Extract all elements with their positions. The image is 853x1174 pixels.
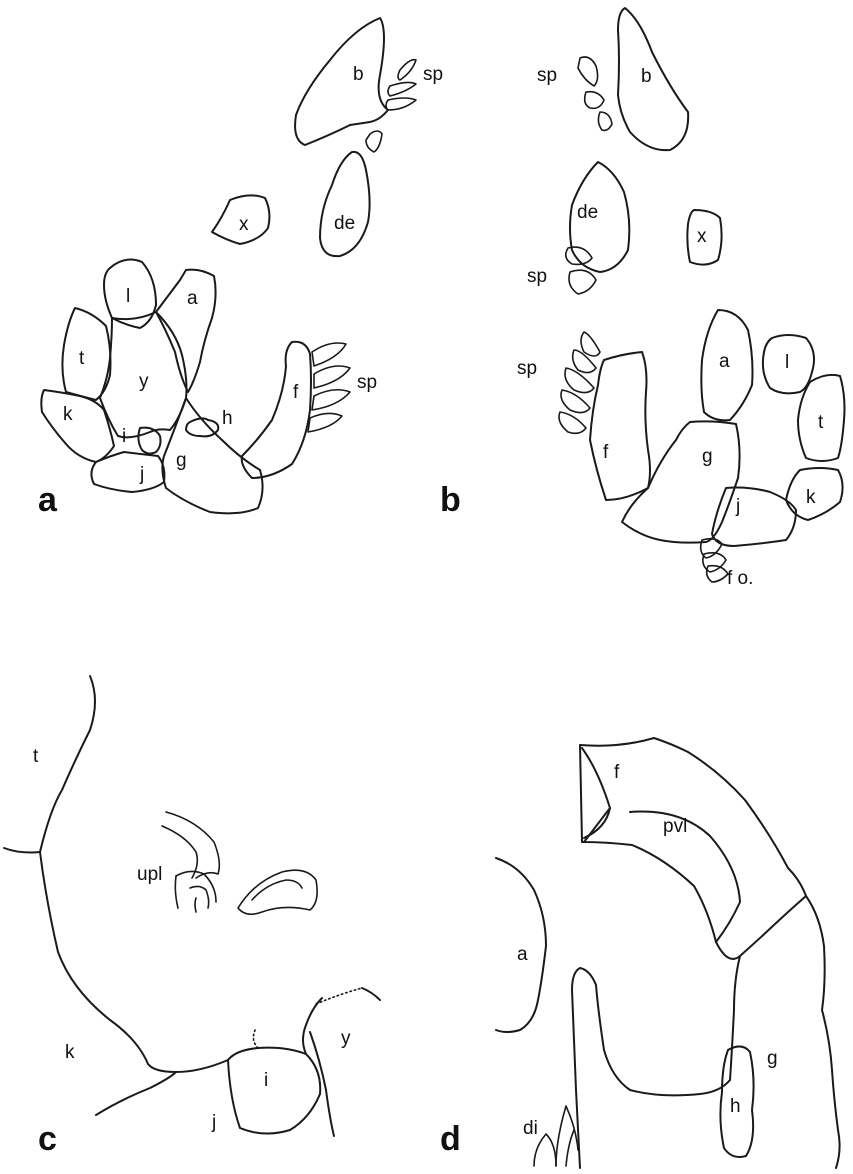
- label-de: de: [577, 202, 598, 223]
- panel-d: f pvl a g h di d: [440, 738, 840, 1168]
- plate-g-outline: [806, 896, 840, 1168]
- plate-f-inner: [582, 748, 610, 838]
- upl-curve: [166, 812, 219, 878]
- spine-outline: [566, 1130, 574, 1166]
- label-t: t: [33, 746, 39, 767]
- upl-curve: [252, 880, 302, 900]
- spine-outline: [573, 350, 596, 373]
- upl-curve: [162, 826, 197, 878]
- spine-outline: [578, 57, 598, 86]
- upl-curve: [175, 876, 178, 908]
- dotted-boundary: [316, 988, 362, 1004]
- suture-line: [40, 676, 228, 1072]
- label-f: f: [603, 442, 609, 463]
- upl-curve: [195, 898, 196, 912]
- label-y: y: [139, 371, 149, 392]
- label-t: t: [818, 412, 824, 433]
- spine-outline: [559, 412, 586, 433]
- label-j: j: [211, 1112, 216, 1133]
- spine-outline: [366, 131, 382, 152]
- spine-outline: [581, 332, 600, 356]
- spine-outline: [585, 92, 604, 109]
- label-sp: sp: [357, 372, 377, 393]
- upl-curve: [190, 886, 209, 908]
- spine-outline: [388, 82, 416, 96]
- label-l: l: [126, 286, 130, 307]
- panel-label-d: d: [440, 1120, 461, 1158]
- dotted-boundary: [253, 1028, 258, 1048]
- upl-curve: [238, 870, 317, 914]
- suture-line: [362, 988, 380, 1000]
- plate-de-outline: [320, 152, 370, 256]
- plate-b-outline: [618, 8, 688, 150]
- panel-label-c: c: [38, 1120, 57, 1158]
- plate-k-outline: [41, 390, 114, 462]
- spine-outline: [598, 112, 612, 130]
- panel-b: sp b de sp x sp a l t f g j k f o. b: [440, 8, 845, 589]
- label-fo: f o.: [727, 568, 753, 589]
- plate-g-outline: [622, 421, 740, 542]
- label-i: i: [122, 426, 126, 447]
- suture-line: [310, 1032, 334, 1136]
- label-x: x: [239, 214, 249, 235]
- label-k: k: [63, 404, 73, 425]
- label-de: de: [334, 213, 355, 234]
- label-a: a: [187, 288, 198, 309]
- label-y: y: [341, 1028, 351, 1049]
- label-l: l: [785, 352, 789, 373]
- spine-outline: [569, 270, 596, 294]
- spine-outline: [398, 60, 416, 80]
- label-k: k: [806, 487, 816, 508]
- panel-label-a: a: [38, 481, 58, 519]
- label-j: j: [139, 464, 144, 485]
- plate-g-outline: [572, 956, 740, 1168]
- suture-line: [96, 1072, 176, 1115]
- spine-outline: [314, 366, 350, 388]
- label-upl: upl: [137, 864, 162, 885]
- label-sp: sp: [423, 64, 443, 85]
- panel-c: t upl k y i j c: [4, 676, 380, 1158]
- label-a: a: [719, 351, 730, 372]
- spine-outline: [308, 413, 342, 432]
- label-g: g: [176, 450, 187, 471]
- plate-f-outline: [242, 342, 311, 478]
- plate-b-outline: [295, 18, 388, 145]
- panel-a: b sp de x l a t y k i j g h f sp a: [38, 18, 443, 519]
- label-b: b: [353, 64, 364, 85]
- label-f: f: [614, 762, 620, 783]
- spine-outline: [707, 566, 728, 582]
- label-j: j: [735, 496, 740, 517]
- spine-outline: [561, 390, 590, 413]
- label-sp: sp: [537, 65, 557, 86]
- plate-i-outline: [228, 1048, 320, 1134]
- label-k: k: [65, 1042, 75, 1063]
- label-i: i: [264, 1070, 268, 1091]
- label-di: di: [523, 1118, 538, 1139]
- label-h: h: [730, 1096, 741, 1117]
- label-sp: sp: [517, 358, 537, 379]
- suture-line: [4, 848, 40, 853]
- plate-f-outline: [590, 352, 650, 500]
- panel-label-b: b: [440, 481, 461, 519]
- label-h: h: [222, 408, 233, 429]
- label-g: g: [702, 446, 713, 467]
- label-g: g: [767, 1048, 778, 1069]
- plate-f-inner: [584, 808, 610, 842]
- label-pvl: pvl: [663, 816, 687, 837]
- suture-line: [303, 998, 322, 1054]
- label-f: f: [293, 382, 299, 403]
- spine-outline: [386, 98, 416, 110]
- spine-outline: [312, 343, 346, 366]
- label-x: x: [697, 226, 707, 247]
- label-b: b: [641, 66, 652, 87]
- label-t: t: [79, 348, 85, 369]
- spine-outline: [312, 390, 350, 410]
- label-a: a: [517, 944, 528, 965]
- label-sp: sp: [527, 266, 547, 287]
